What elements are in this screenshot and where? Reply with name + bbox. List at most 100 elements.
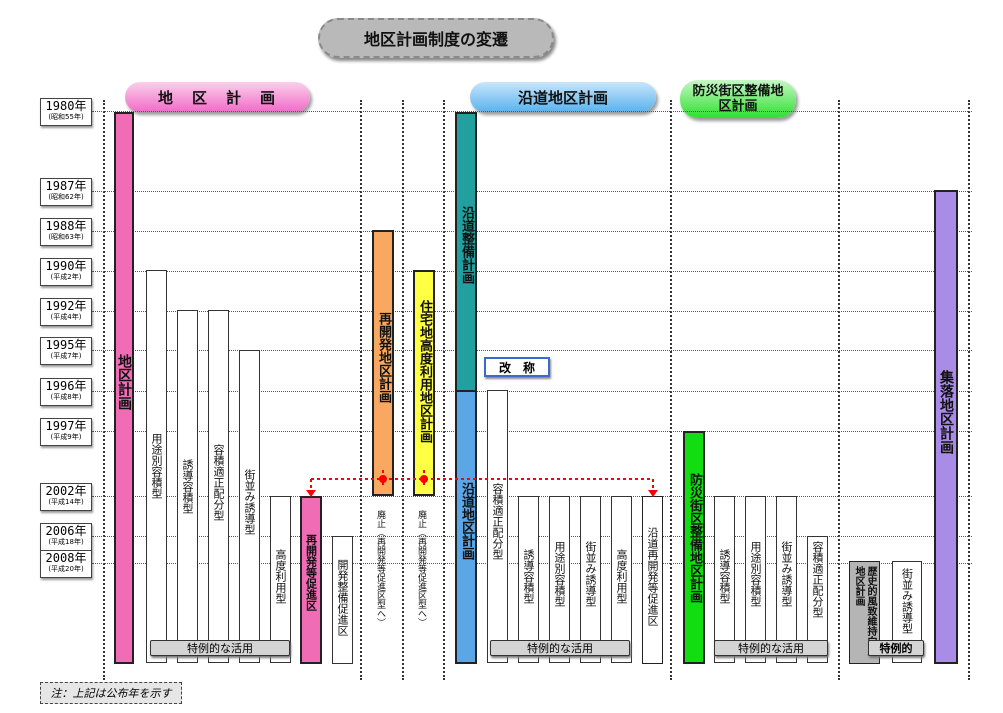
header-bosai-label: 防災街区整備地区計画 [692,84,784,114]
footnote: 注：上記は公布年を示す [40,682,182,704]
haishi-note-2: 廃止（再開発等促進区型へ） [415,510,435,631]
year-era: (平成18年) [48,538,84,546]
year-label: 1987年(昭和62年) [40,178,92,206]
haishi-note-1-label: 廃止（再開発等促進区型へ） [375,510,385,627]
bar-saikaihatsu-sokushin-label: 再開発等促進区 [304,534,318,611]
column-separator [968,100,970,680]
year-label: 1995年(平成7年) [40,337,92,365]
bar-jutaku-chiku-label: 住宅地高度利用地区計画 [417,300,432,443]
year-era: (昭和55年) [48,113,84,121]
haishi-note-1: 廃止（再開発等促進区型へ） [374,510,394,631]
year-era: (平成8年) [50,393,82,401]
year-gridline [92,231,972,232]
bar-bosai-chiku-label: 防災街区整備地区計画 [687,473,702,603]
year-era: (平成7年) [50,352,82,360]
bar-yudo-yoseki-label: 誘導容積型 [181,459,194,514]
year-gridline [92,350,972,351]
bar-bosai-chiku: 防災街区整備地区計画 [683,431,705,664]
group-tokureiteki-4: 特例的 [868,640,924,656]
year-label: 1997年(平成9年) [40,418,92,446]
haishi-note-2-label: 廃止（再開発等促進区型へ） [416,510,426,627]
year-era: (平成4年) [50,313,82,321]
bar-shuraku-label: 集落地区計画 [938,370,954,454]
bar-e-yoto-betsu-label: 用途別容積型 [553,541,566,607]
header-chiku-keikaku: 地 区 計 画 [125,82,310,112]
column-separator [360,100,362,680]
bar-e-yoseki-tekisei-label: 容積適正配分型 [491,483,504,560]
year-value: 1996年 [45,379,87,393]
bar-kodo-riyo-label: 高度利用型 [274,549,287,604]
bar-saikaihatsu-chiku-label: 再開発地区計画 [376,312,391,403]
bar-chiku-keikaku: 地区計画 [114,112,134,664]
bar-b-yoseki-tekisei: 容積適正配分型 [807,536,828,663]
bar-e-yoto-betsu: 用途別容積型 [549,496,570,663]
year-label: 1996年(平成8年) [40,378,92,406]
bar-b-gaisen-yudo: 街並み誘導型 [776,496,797,663]
bar-endo-seibi: 沿道整備計画 [455,112,477,392]
year-gridline [92,111,972,112]
bar-yoseki-tekisei: 容積適正配分型 [208,310,229,663]
column-separator [670,100,672,680]
year-value: 1992年 [45,299,87,313]
bar-e-saikaihatsu: 沿道再開発等促進区 [642,496,663,664]
bar-yoto-betsu-label: 用途別容積型 [150,433,163,499]
bar-e-yudo-yoseki-label: 誘導容積型 [522,549,535,604]
header-bosai-chiku-keikaku: 防災街区整備地区計画 [680,80,796,118]
year-gridline [92,271,972,272]
bar-yudo-yoseki: 誘導容積型 [177,310,198,663]
bar-endo-seibi-label: 沿道整備計画 [459,206,474,284]
group-tokureiteki-1: 特例的な活用 [150,640,290,656]
column-separator [103,100,105,680]
year-gridline [92,311,972,312]
bar-gaisen-yudo-label: 街並み誘導型 [243,469,256,535]
group-tokureiteki-2: 特例的な活用 [490,640,630,656]
diagram-title: 地区計画制度の変遷 [318,18,554,58]
year-era: (平成9年) [50,433,82,441]
callout-kaisho-label: 改 称 [498,360,535,375]
bar-e-yoseki-tekisei: 容積適正配分型 [487,390,508,663]
bar-saikaihatsu-chiku: 再開発地区計画 [372,230,394,496]
bar-endo-chiku-label: 沿道地区計画 [459,482,474,560]
bar-kaihatsu-seibi-label: 開発整備促進区 [336,559,349,636]
year-label: 2002年(平成14年) [40,483,92,511]
column-separator [443,100,445,680]
year-label: 2006年(平成18年) [40,523,92,551]
bar-b-gaisen-yudo-label: 街並み誘導型 [780,541,793,607]
bar-yoto-betsu: 用途別容積型 [146,270,167,663]
year-era: (昭和62年) [48,193,84,201]
bar-e-saikaihatsu-label: 沿道再開発等促進区 [646,527,659,626]
bar-e-gaisen-yudo: 街並み誘導型 [580,496,601,663]
year-label: 1990年(平成2年) [40,258,92,286]
column-separator [838,100,840,680]
bar-b-yoto-betsu: 用途別容積型 [745,496,766,663]
bar-e-gaisen-yudo-label: 街並み誘導型 [584,541,597,607]
year-era: (平成20年) [48,565,84,573]
bar-b-yoseki-tekisei-label: 容積適正配分型 [811,541,824,618]
bar-saikaihatsu-sokushin: 再開発等促進区 [300,496,322,664]
bar-endo-chiku: 沿道地区計画 [455,390,477,664]
bar-kaihatsu-seibi: 開発整備促進区 [332,536,353,664]
bar-kodo-riyo: 高度利用型 [270,496,291,663]
bar-b-yoto-betsu-label: 用途別容積型 [749,541,762,607]
year-gridline [92,391,972,392]
year-value: 1980年 [45,99,87,113]
bar-gaisen-yudo: 街並み誘導型 [239,350,260,663]
bar-shuraku: 集落地区計画 [934,190,958,664]
year-value: 1995年 [45,338,87,352]
bar-chiku-keikaku-label: 地区計画 [116,354,132,410]
year-label: 1988年(昭和63年) [40,218,92,246]
year-label: 1992年(平成4年) [40,298,92,326]
bar-b-yudo-yoseki: 誘導容積型 [714,496,735,663]
bar-jutaku-chiku: 住宅地高度利用地区計画 [413,270,435,496]
bar-yoseki-tekisei-label: 容積適正配分型 [212,444,225,521]
year-value: 1987年 [45,179,87,193]
year-gridline [92,431,972,432]
bar-e-kodo-riyo-label: 高度利用型 [615,549,628,604]
year-label: 1980年(昭和55年) [40,98,92,126]
year-era: (平成2年) [50,273,82,281]
callout-kaisho: 改 称 [484,357,550,377]
bar-e-yudo-yoseki: 誘導容積型 [518,496,539,663]
year-label: 2008年(平成20年) [40,550,92,578]
column-separator [402,100,404,680]
year-value: 1990年 [45,259,87,273]
